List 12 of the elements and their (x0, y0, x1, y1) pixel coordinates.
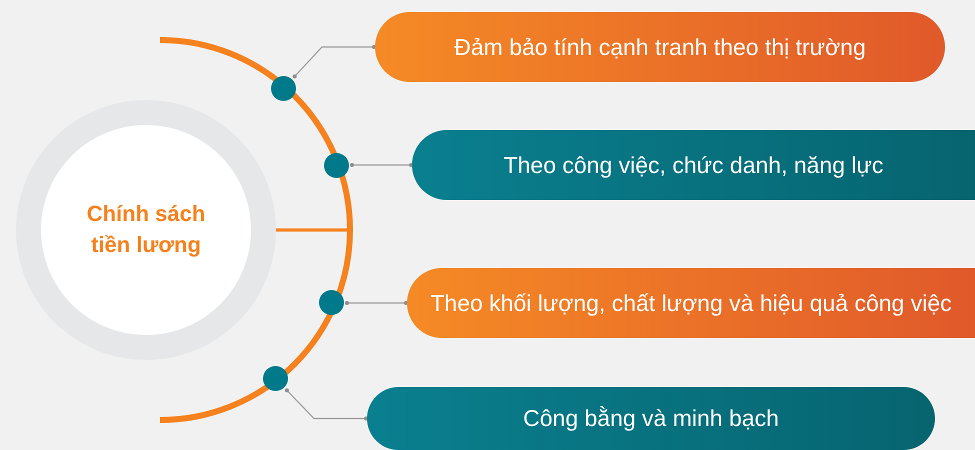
banner-text: Đảm bảo tính cạnh tranh theo thị trường (454, 34, 866, 60)
pill-banner (412, 130, 975, 200)
title-text: Chính sách tiền lương (86, 200, 206, 259)
connector-line (276, 228, 347, 232)
banner-text: Công bằng và minh bạch (523, 405, 779, 432)
leader-line (284, 388, 368, 420)
banner-text: Theo khối lượng, chất lượng và hiệu quả công việc (430, 290, 952, 316)
leader-line (350, 163, 413, 167)
leader-line (345, 301, 408, 305)
pill-banner (407, 268, 975, 338)
leader-line (292, 45, 376, 78)
banner-text: Theo công việc, chức danh, năng lực (504, 152, 884, 178)
